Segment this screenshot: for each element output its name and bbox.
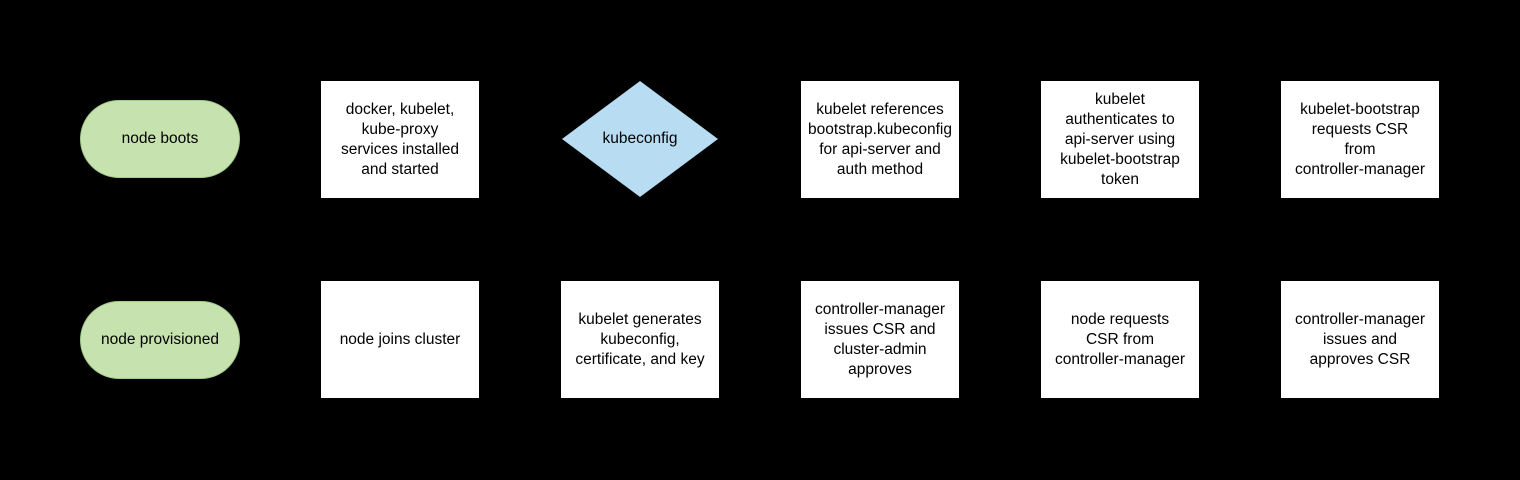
kubelet-generates-label: kubelet generates kubeconfig, certificat…: [575, 310, 705, 368]
services-installed-label: docker, kubelet, kube-proxy services ins…: [340, 100, 460, 178]
node-requests-csr-label: node requests CSR from controller-manage…: [1054, 310, 1186, 368]
services-installed-box: docker, kubelet, kube-proxy services ins…: [321, 81, 479, 198]
node-joins-cluster-box: node joins cluster: [321, 281, 479, 398]
kubeconfig-decision-label: kubeconfig: [602, 130, 678, 147]
controller-manager-issues-approves-label: controller-manager issues and approves C…: [1294, 310, 1426, 368]
node-provisioned-terminal: node provisioned: [80, 301, 240, 379]
kubelet-authenticates-label: kubelet authenticates to api-server usin…: [1060, 90, 1180, 188]
node-boots-terminal: node boots: [80, 100, 240, 178]
controller-manager-issues-approves-box: controller-manager issues and approves C…: [1281, 281, 1439, 398]
node-boots-label: node boots: [121, 130, 199, 147]
node-provisioned-label: node provisioned: [100, 331, 220, 348]
controller-manager-issues-admin-approves-box: controller-manager issues CSR and cluste…: [801, 281, 959, 398]
kubelet-references-bootstrap-label: kubelet references bootstrap.kubeconfig …: [808, 100, 952, 178]
node-joins-cluster-label: node joins cluster: [339, 330, 461, 348]
kubelet-bootstrap-requests-csr-box: kubelet-bootstrap requests CSR from cont…: [1281, 81, 1439, 198]
kubelet-authenticates-box: kubelet authenticates to api-server usin…: [1041, 81, 1199, 198]
kubelet-generates-box: kubelet generates kubeconfig, certificat…: [561, 281, 719, 398]
node-requests-csr-box: node requests CSR from controller-manage…: [1041, 281, 1199, 398]
controller-manager-issues-admin-approves-label: controller-manager issues CSR and cluste…: [814, 300, 946, 378]
kubelet-references-bootstrap-box: kubelet references bootstrap.kubeconfig …: [801, 81, 959, 198]
kubeconfig-decision-diamond: kubeconfig: [562, 81, 718, 197]
kubelet-bootstrap-requests-csr-label: kubelet-bootstrap requests CSR from cont…: [1294, 100, 1426, 178]
